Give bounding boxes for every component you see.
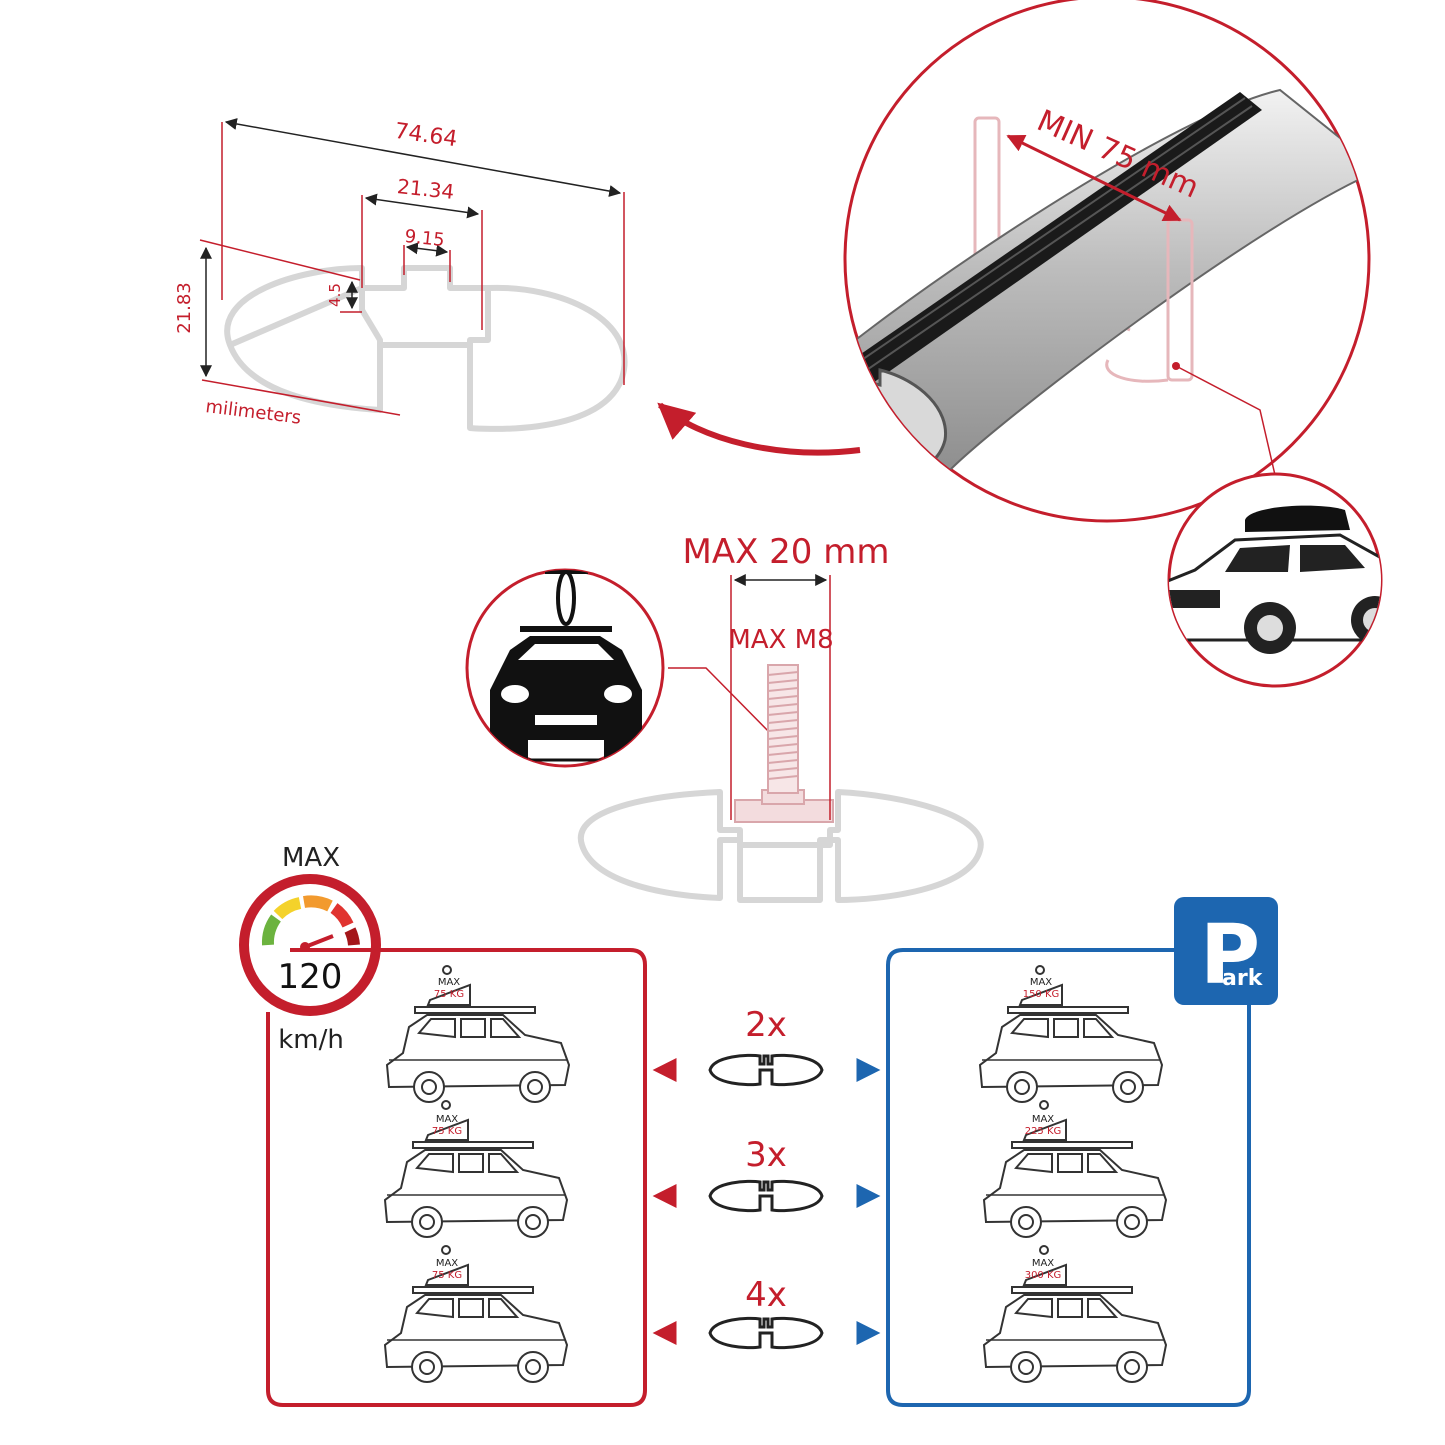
parked-panel [886,948,1251,1407]
bar-detail-callout: MIN 75 mm [843,0,1371,523]
parked-kg-label: 225 KG [1025,1126,1062,1137]
parked-kg-label: 300 KG [1025,1270,1062,1281]
dim-lip-label: 4.5 [326,283,344,307]
bar-count-label: 3x [745,1135,787,1175]
parked-kg-label: 150 KG [1023,989,1060,1000]
bike-rack-callout [465,568,779,768]
parked-max-label: MAX [1030,977,1052,988]
load-row-4: MAX 75 KG MAX 300 KG 4x [384,1245,1167,1383]
load-row-2: MAX 75 KG MAX 150 KG 2x [386,965,1163,1103]
bolt-max-width-label: MAX 20 mm [682,532,889,572]
dim-width-label: 74.64 [393,119,459,153]
speed-value: 120 [278,957,343,997]
driving-panel [266,948,647,1407]
bolt-detail: MAX 20 mm MAX M8 [577,532,984,903]
profile-outline [224,265,628,432]
moving-max-label: MAX [436,1258,458,1269]
moving-max-label: MAX [436,1114,458,1125]
moving-kg-label: 75 KG [432,1126,462,1137]
profile-dimension-drawing: 74.64 21.34 9.15 21.83 4.5 milimeters [174,118,628,432]
unit-label: milimeters [204,396,302,429]
speedometer-needle [304,934,334,949]
bar-count-label: 2x [745,1005,787,1045]
speed-unit: km/h [278,1025,344,1055]
dim-height-label: 21.83 [174,282,195,334]
bar-count-label: 4x [745,1275,787,1315]
profile-pointer-arrow [657,402,861,456]
parked-max-label: MAX [1032,1114,1054,1125]
load-row-3: MAX 75 KG MAX 225 KG 3x [384,1100,1167,1238]
speed-max-label: MAX [282,843,340,873]
bolt-max-thread-label: MAX M8 [728,625,833,655]
park-suffix: ark [1222,966,1264,991]
moving-kg-label: 75 KG [432,1270,462,1281]
dim-slot-inner-label: 9.15 [404,226,446,251]
park-letter: P [1200,908,1260,1003]
moving-kg-label: 75 KG [434,989,464,1000]
moving-max-label: MAX [438,977,460,988]
parked-max-label: MAX [1032,1258,1054,1269]
park-badge: P ark [1174,897,1278,1005]
speed-limit-badge: MAX 120 km/h [239,843,381,1055]
dim-slot-outer-label: 21.34 [396,174,455,204]
